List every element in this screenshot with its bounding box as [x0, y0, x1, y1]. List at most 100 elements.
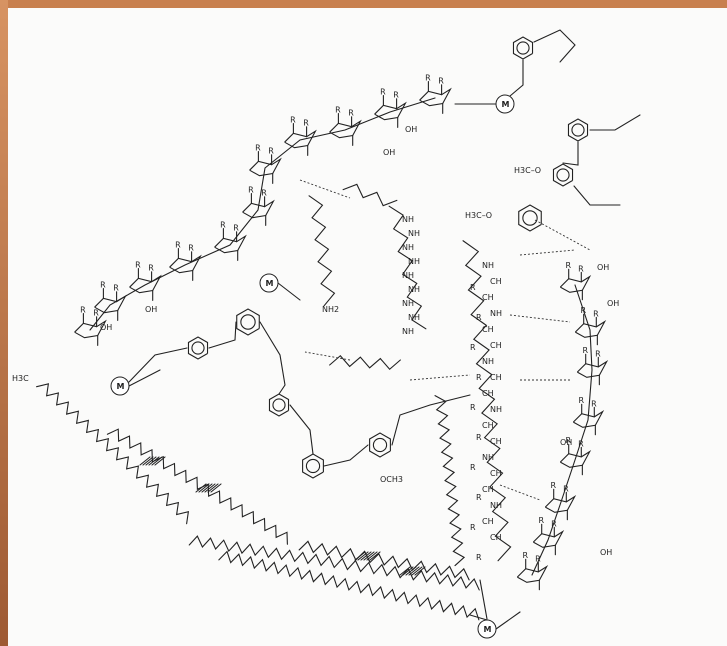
methoxy-label-top: H3C–O: [514, 166, 541, 175]
amide-nh-label: NH: [408, 313, 420, 322]
peptide-chain-middle: [388, 205, 427, 330]
metal-center-label: M: [117, 382, 125, 391]
amide-nh-label: NH: [408, 257, 420, 266]
amide-label: NH: [490, 405, 502, 414]
amide-nh-label: NH: [402, 299, 414, 308]
bond-lines: [36, 29, 641, 630]
hydroxyl-label: OH: [560, 438, 572, 447]
hydrophobic-interaction: [142, 456, 154, 466]
amide-label: NH: [482, 453, 494, 462]
lignin-ring-8: [302, 453, 324, 479]
r-group-label: R: [80, 305, 86, 314]
lignin-link: [391, 394, 471, 446]
amide-label: CH: [490, 437, 502, 446]
sugar-ring-right-column: [576, 360, 609, 378]
hydrophobic-interaction: [405, 566, 417, 576]
r-group-label: R: [393, 91, 399, 100]
amide-nh-label: NH: [402, 327, 414, 336]
r-group-label: R: [476, 553, 482, 562]
peptide-chain-left: [308, 195, 336, 307]
hydrophobic-interaction: [360, 551, 372, 561]
lignin-link: [259, 321, 286, 395]
lignin-ring-4: [518, 204, 542, 232]
r-group-label: R: [476, 493, 482, 502]
sugar-ring-top-arc: [249, 157, 282, 177]
amide-nh-label: NH: [402, 271, 414, 280]
r-group-label: R: [188, 244, 194, 253]
hydrophobic-interaction: [408, 566, 420, 576]
r-group-label: R: [303, 119, 309, 128]
metal-bond: [495, 611, 521, 630]
diagram-paper: [8, 8, 727, 646]
amide-label: NH: [482, 261, 494, 270]
sugar-ring-top-arc: [129, 274, 162, 294]
hydroxyl-label: OH: [383, 148, 395, 157]
metal-bond: [277, 282, 301, 301]
sugar-ring-top-arc: [419, 87, 452, 107]
r-group-label: R: [438, 77, 444, 86]
sugar-ring-right-column: [574, 320, 607, 338]
propenyl-chain: [533, 29, 576, 63]
r-group-label: R: [255, 143, 261, 152]
sugar-ring-top-arc: [214, 234, 247, 254]
r-group-label: R: [566, 436, 572, 445]
lignin-ring-5: [236, 308, 260, 336]
r-group-label: R: [348, 109, 354, 118]
r-group-label: R: [578, 264, 584, 273]
sugar-ring-top-arc: [329, 119, 362, 139]
hydrophobic-interaction: [411, 566, 423, 576]
fatty-chain-6: [298, 540, 470, 581]
group-labels: H3C H3C–O H3C–O OCH3 NH2: [12, 166, 541, 484]
lignin-ring-top: [512, 36, 534, 60]
hydroxyl-label: OH: [405, 125, 417, 134]
peptide-chain-right: [462, 240, 512, 562]
lignin-ring-6: [187, 336, 209, 360]
aromatic-circle: [516, 41, 530, 55]
hydrophobic-interaction: [366, 551, 378, 561]
metal-center-circle: [495, 94, 515, 114]
lignin-link: [562, 141, 579, 166]
aromatic-circle: [191, 341, 205, 355]
lignin-ring-7: [268, 393, 290, 417]
hydrophobic-interaction: [204, 483, 216, 493]
r-group-label: R: [551, 481, 557, 490]
hydrophobic-interaction: [154, 456, 166, 466]
peptide-chain-lower: [329, 354, 401, 371]
hydroxyl-label: OH: [600, 548, 612, 557]
hydrophobic-interaction: [139, 456, 151, 466]
r-group-label: R: [470, 403, 476, 412]
amide-nh-label: NH: [402, 243, 414, 252]
amide-label: CH: [490, 533, 502, 542]
amide-label: CH: [482, 485, 494, 494]
hydrogen-bond: [509, 314, 571, 323]
glycosidic-backbone-top: [89, 97, 436, 331]
r-group-label: R: [591, 399, 597, 408]
r-group-label: R: [233, 224, 239, 233]
hydrophobic-interaction: [207, 483, 219, 493]
hydrophobic-interaction: [414, 566, 426, 576]
amide-label: CH: [482, 517, 494, 526]
aromatic-circle: [240, 314, 256, 330]
r-group-label: R: [579, 396, 585, 405]
sugar-ring-top-arc: [169, 254, 202, 274]
aromatic-circle: [372, 437, 388, 453]
r-group-label: R: [470, 343, 476, 352]
r-group-label: R: [220, 220, 226, 229]
hydrophobic-interaction: [151, 456, 163, 466]
peptide-chain-top: [342, 183, 398, 207]
lignin-link: [289, 404, 314, 455]
hydrophobic-interaction: [210, 483, 222, 493]
r-group-label: R: [380, 87, 386, 96]
hydrophobic-interaction: [195, 483, 207, 493]
sugar-ring-top-arc: [242, 199, 275, 219]
hydrogen-bond: [499, 484, 541, 501]
ester-link: [469, 614, 488, 621]
sugar-ring-top-arc: [374, 101, 407, 121]
lignin-ring-2: [567, 118, 589, 142]
metal-center-label: M: [484, 625, 492, 634]
hydroxypropyl-chain: [573, 185, 621, 206]
r-group-label: R: [268, 147, 274, 156]
hydroxyl-label: OH: [100, 323, 112, 332]
